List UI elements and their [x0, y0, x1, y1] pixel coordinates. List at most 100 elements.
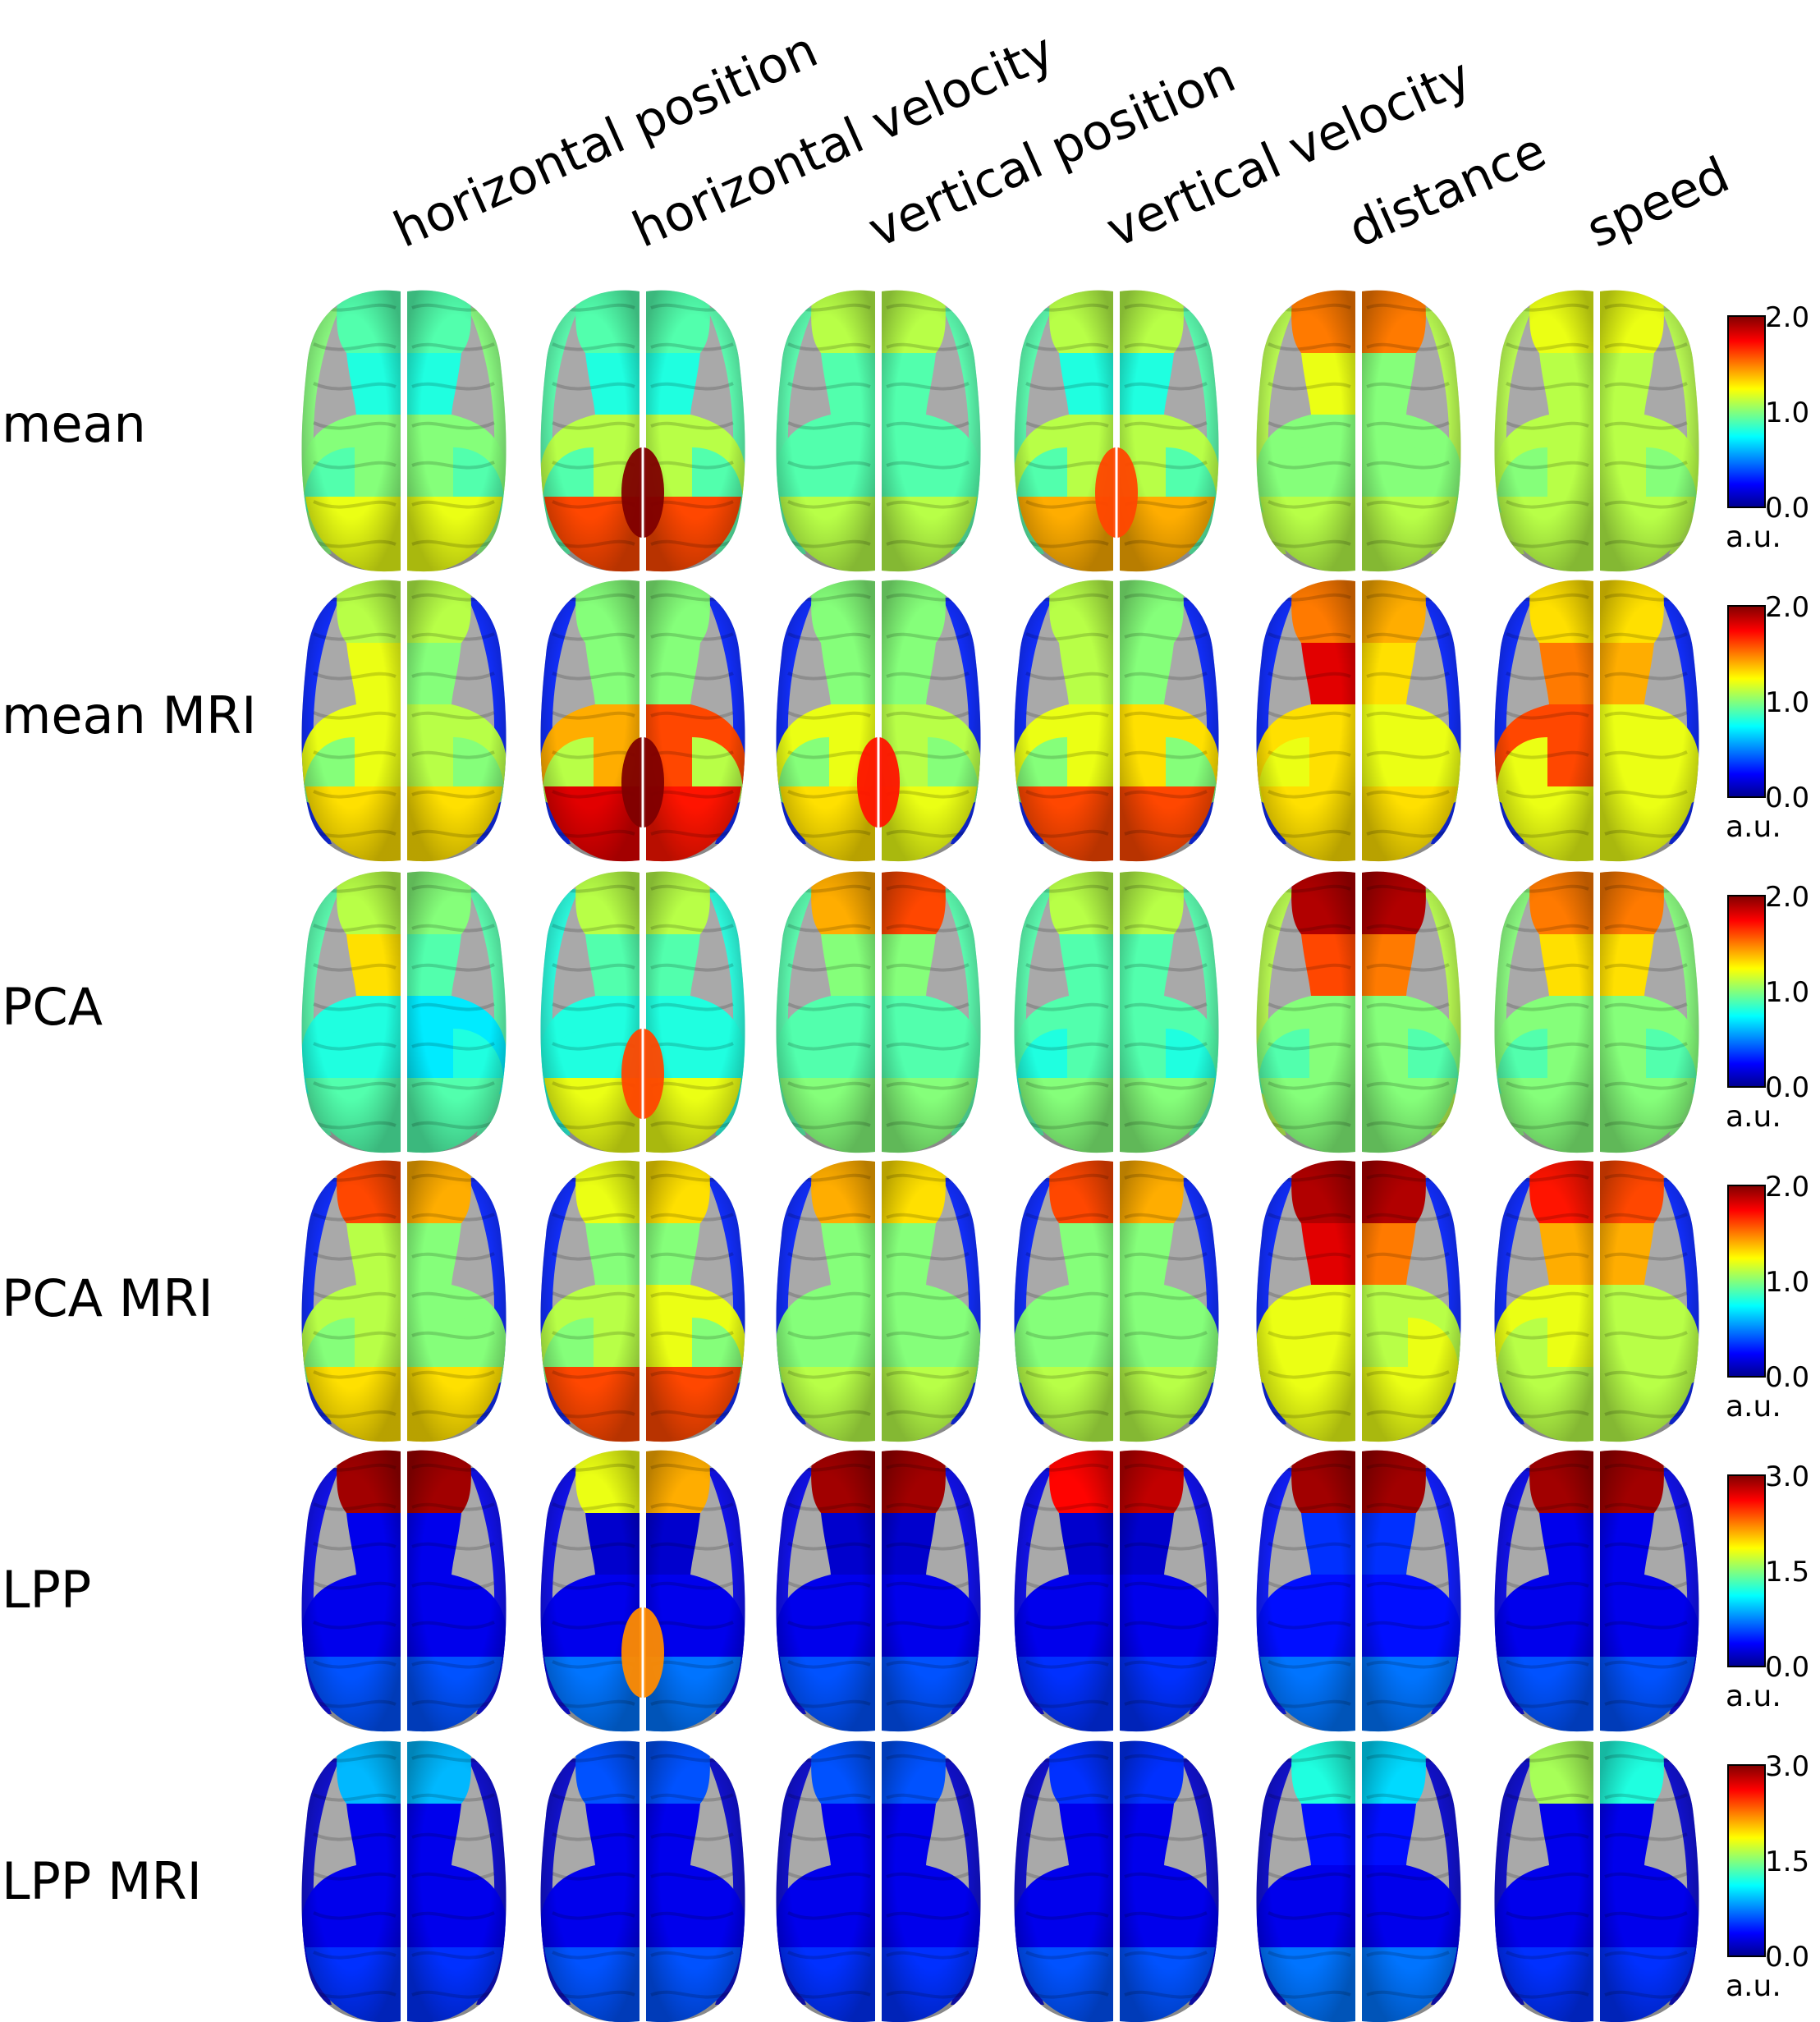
colorbar-tick-max: 3.0 — [1765, 1460, 1809, 1493]
colorbar-pca-mri: 2.0 1.0 0.0 a.u. — [1726, 1171, 1809, 1424]
left-hemisphere — [1494, 1160, 1593, 1442]
brain-map-pca-distance — [1256, 871, 1461, 1153]
left-hemisphere — [1494, 1450, 1593, 1732]
right-hemisphere — [646, 1450, 745, 1732]
left-hemisphere — [776, 871, 875, 1153]
brain-map-lpp-vertical-position — [776, 1450, 981, 1732]
brain-map-mean-mri-vertical-position — [776, 580, 981, 862]
left-hemisphere — [1494, 871, 1593, 1153]
colorbar-unit: a.u. — [1726, 520, 1781, 554]
left-hemisphere — [540, 1160, 640, 1442]
brain-map-lpp-speed — [1494, 1450, 1699, 1732]
left-hemisphere — [301, 871, 401, 1153]
left-hemisphere — [301, 580, 401, 862]
colorbar-tick-mid: 1.0 — [1765, 1266, 1809, 1299]
left-hemisphere — [540, 871, 640, 1153]
right-hemisphere — [407, 1450, 507, 1732]
row-label-lpp: LPP — [2, 1560, 91, 1620]
brain-map-mean-distance — [1256, 290, 1461, 572]
row-label-mean: mean — [2, 394, 146, 454]
colorbar-tick-max: 2.0 — [1765, 301, 1809, 334]
brain-map-mean-speed — [1494, 290, 1699, 572]
right-hemisphere — [1120, 1450, 1219, 1732]
brain-map-lpp-mri-vertical-velocity — [1014, 1740, 1219, 2022]
left-hemisphere — [1256, 290, 1355, 572]
col-label-horizontal-position: horizontal position — [386, 21, 826, 259]
left-hemisphere — [301, 1160, 401, 1442]
brain-map-pca-horizontal-position — [301, 871, 507, 1153]
brain-map-pca-mri-distance — [1256, 1160, 1461, 1442]
right-hemisphere — [407, 1160, 507, 1442]
right-hemisphere — [407, 1740, 507, 2022]
brain-map-mean-mri-horizontal-velocity — [540, 580, 745, 862]
right-hemisphere — [882, 1450, 981, 1732]
colorbars: 2.0 1.0 0.0 a.u. 2.0 1.0 0.0 a.u. 2.0 1.… — [1726, 301, 1809, 2003]
brain-map-lpp-horizontal-position — [301, 1450, 507, 1732]
left-hemisphere — [1014, 580, 1113, 862]
brain-map-pca-mri-speed — [1494, 1160, 1699, 1442]
left-hemisphere — [301, 290, 401, 572]
left-hemisphere — [1014, 871, 1113, 1153]
brain-map-lpp-mri-horizontal-position — [301, 1740, 507, 2022]
right-hemisphere — [882, 1740, 981, 2022]
left-hemisphere — [1014, 1450, 1113, 1732]
left-hemisphere — [1256, 580, 1355, 862]
brain-map-pca-vertical-position — [776, 871, 981, 1153]
right-hemisphere — [1362, 580, 1461, 862]
left-hemisphere — [776, 1740, 875, 2022]
right-hemisphere — [1362, 290, 1461, 572]
colorbar-tick-max: 2.0 — [1765, 591, 1809, 624]
right-hemisphere — [407, 871, 507, 1153]
row-label-pca-mri: PCA MRI — [2, 1268, 213, 1328]
left-hemisphere — [776, 1160, 875, 1442]
brain-map-mean-mri-distance — [1256, 580, 1461, 862]
right-hemisphere — [1600, 580, 1699, 862]
left-hemisphere — [540, 1740, 640, 2022]
right-hemisphere — [646, 290, 745, 572]
left-hemisphere — [1256, 1740, 1355, 2022]
right-hemisphere — [646, 1740, 745, 2022]
colorbar-tick-max: 2.0 — [1765, 881, 1809, 914]
left-hemisphere — [1014, 1160, 1113, 1442]
left-hemisphere — [301, 1450, 401, 1732]
left-hemisphere — [1494, 580, 1593, 862]
right-hemisphere — [1362, 1160, 1461, 1442]
right-hemisphere — [1600, 1160, 1699, 1442]
colorbar-tick-mid: 1.5 — [1765, 1845, 1809, 1878]
right-hemisphere — [1120, 1160, 1219, 1442]
row-label-mean-mri: mean MRI — [2, 685, 256, 745]
brain-map-lpp-vertical-velocity — [1014, 1450, 1219, 1732]
brain-map-mean-mri-vertical-velocity — [1014, 580, 1219, 862]
left-hemisphere — [301, 1740, 401, 2022]
right-hemisphere — [646, 1160, 745, 1442]
brain-map-lpp-mri-speed — [1494, 1740, 1699, 2022]
right-hemisphere — [1362, 1450, 1461, 1732]
colorbar-tick-mid: 1.0 — [1765, 686, 1809, 719]
right-hemisphere — [1362, 1740, 1461, 2022]
brain-map-lpp-distance — [1256, 1450, 1461, 1732]
colorbar-unit: a.u. — [1726, 810, 1781, 844]
left-hemisphere — [776, 1450, 875, 1732]
colorbar-tick-min: 0.0 — [1765, 492, 1809, 525]
brain-grid — [301, 290, 1699, 2022]
right-hemisphere — [1120, 580, 1219, 862]
colorbar-tick-min: 0.0 — [1765, 1941, 1809, 1974]
brain-map-pca-horizontal-velocity — [540, 871, 745, 1153]
brain-map-pca-mri-vertical-velocity — [1014, 1160, 1219, 1442]
brain-map-lpp-horizontal-velocity — [540, 1450, 745, 1732]
brain-map-pca-mri-vertical-position — [776, 1160, 981, 1442]
right-hemisphere — [1120, 1740, 1219, 2022]
brain-map-pca-mri-horizontal-position — [301, 1160, 507, 1442]
colorbar-unit: a.u. — [1726, 1969, 1781, 2003]
brain-map-mean-mri-speed — [1494, 580, 1699, 862]
row-label-lpp-mri: LPP MRI — [2, 1851, 202, 1911]
colorbar-lpp: 3.0 1.5 0.0 a.u. — [1726, 1460, 1809, 1713]
colorbar-tick-min: 0.0 — [1765, 1071, 1809, 1104]
colorbar-lpp-mri: 3.0 1.5 0.0 a.u. — [1726, 1750, 1809, 2003]
right-hemisphere — [407, 290, 507, 572]
colorbar-tick-max: 3.0 — [1765, 1750, 1809, 1783]
right-hemisphere — [407, 580, 507, 862]
brain-map-pca-vertical-velocity — [1014, 871, 1219, 1153]
col-label-speed: speed — [1579, 146, 1738, 259]
left-hemisphere — [1014, 1740, 1113, 2022]
